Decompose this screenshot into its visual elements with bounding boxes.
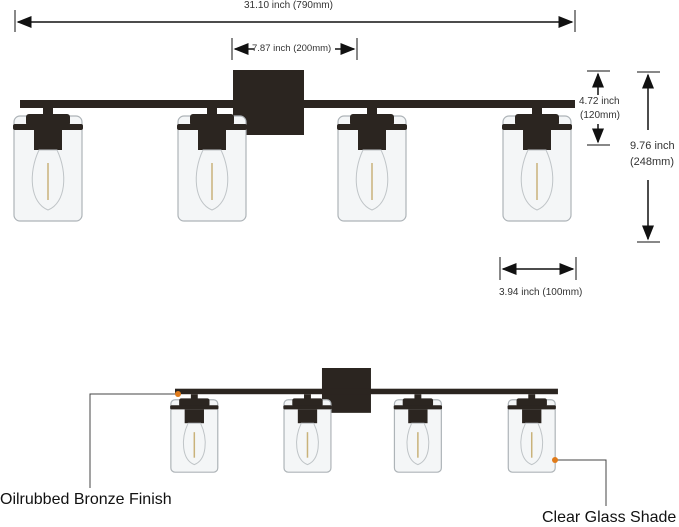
- socket: [358, 130, 386, 150]
- lamp-cap: [516, 398, 547, 407]
- lamp-cap: [515, 114, 559, 126]
- lamp: [13, 108, 83, 222]
- lamp-cap-rim: [283, 405, 332, 410]
- finish-callout-dot: [175, 391, 181, 397]
- shade-height-mm-label: (120mm): [580, 110, 621, 121]
- socket: [184, 409, 204, 424]
- shade-callout-label: Clear Glass Shade: [542, 509, 677, 526]
- lamp-stem: [532, 108, 542, 116]
- lamp-cap: [350, 114, 394, 126]
- lamp-cap-rim: [507, 405, 556, 410]
- lamp-cap: [26, 114, 70, 126]
- lamp-cap-rim: [337, 124, 407, 130]
- finish-callout-label: Oilrubbed Bronze Finish: [0, 491, 172, 508]
- bulb: [296, 422, 319, 466]
- lamp: [177, 108, 247, 222]
- bulb: [31, 149, 65, 211]
- shade-callout-dot: [552, 457, 558, 463]
- socket: [408, 409, 428, 424]
- bulb: [195, 149, 229, 211]
- lamp-cap-rim: [177, 124, 247, 130]
- dimension-lines: [14, 10, 660, 280]
- lamp-cap: [292, 398, 323, 407]
- arm-bar: [20, 100, 575, 108]
- bulb: [182, 422, 206, 466]
- lamp-cap-rim: [502, 124, 572, 130]
- lamp: [170, 394, 219, 473]
- fixture-bottom-view: [170, 368, 558, 473]
- fixture-top-view: [13, 70, 575, 222]
- backplate-width-label: 7.87 inch (200mm): [252, 43, 332, 54]
- lamp: [507, 394, 556, 473]
- lamp-cap-rim: [393, 405, 443, 410]
- lamp-cap: [402, 398, 434, 407]
- socket: [34, 130, 62, 150]
- total-width-label: 31.10 inch (790mm): [244, 0, 333, 11]
- socket: [523, 130, 551, 150]
- lamp: [283, 394, 332, 473]
- lamp-stem: [190, 394, 198, 400]
- lamp: [337, 108, 407, 222]
- bulb: [520, 149, 554, 211]
- lamp-stem: [528, 394, 536, 400]
- lamp-cap-rim: [13, 124, 83, 130]
- lamp: [502, 108, 572, 222]
- callout-lines: [89, 393, 607, 506]
- lamp-cap-rim: [170, 405, 219, 410]
- lamp-cap: [190, 114, 234, 126]
- socket: [522, 409, 542, 424]
- total-height-mm-label: (248mm): [630, 156, 675, 168]
- socket: [297, 409, 318, 424]
- shade-width-label: 3.94 inch (100mm): [499, 287, 583, 298]
- lamp: [393, 394, 443, 473]
- lamp-stem: [43, 108, 53, 116]
- bulb: [406, 422, 430, 466]
- total-height-label: 9.76 inch: [630, 140, 675, 152]
- arm-bar: [175, 388, 558, 395]
- socket: [198, 130, 226, 150]
- bulb: [355, 149, 389, 211]
- lamp-stem: [304, 394, 311, 400]
- lamp-stem: [207, 108, 217, 116]
- lamp-cap: [179, 398, 210, 407]
- bulb: [520, 422, 544, 466]
- lamp-stem: [414, 394, 422, 400]
- lamp-stem: [367, 108, 377, 116]
- shade-height-label: 4.72 inch: [579, 96, 620, 107]
